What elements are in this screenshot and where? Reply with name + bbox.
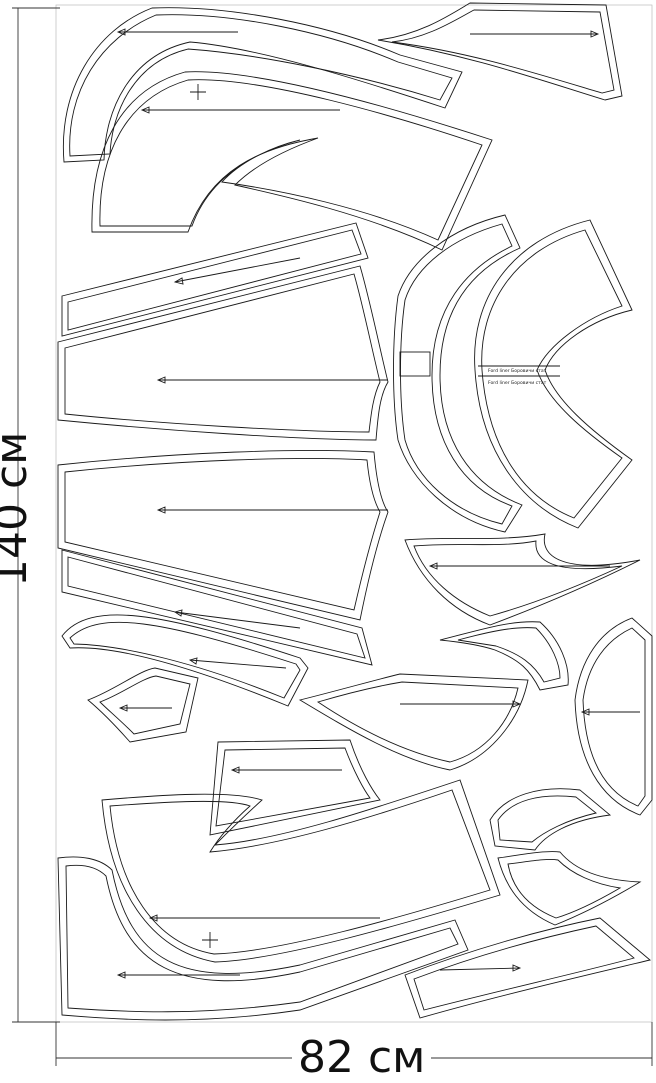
pattern-piece-vertical-band-center — [393, 214, 523, 533]
sheet-frame — [55, 4, 653, 1023]
pattern-piece-curved-band-right — [474, 219, 633, 529]
pattern-piece-curved-wedge-center — [298, 673, 529, 771]
pattern-piece-small-wedge-left — [87, 667, 199, 743]
pattern-piece-spur-right — [439, 621, 569, 691]
width-dimension-label: 82 см — [292, 1036, 432, 1080]
pattern-piece-strip-lower — [61, 549, 373, 666]
pattern-piece-lower-rect — [209, 739, 381, 836]
pattern-piece-vertical-band-right — [574, 617, 653, 816]
pattern-piece-band-top-left — [62, 7, 463, 163]
height-dimension-label: 140 см — [0, 431, 37, 587]
pattern-piece-crescent-right — [489, 788, 612, 851]
pattern-piece-large-upper — [91, 71, 493, 251]
pattern-piece-panel-upper — [57, 265, 389, 441]
pattern-piece-band-bottom-left — [57, 856, 469, 1021]
pattern-piece-strip-upper — [61, 222, 369, 337]
pattern-piece-strip-bottom-right — [404, 917, 651, 1019]
pattern-piece-curved-strip-mid — [61, 614, 309, 707]
pattern-piece-wedge-top-right — [377, 2, 623, 101]
pattern-piece-large-lower — [101, 779, 501, 963]
pattern-piece-wedge-right-mid — [404, 533, 641, 626]
pattern-piece-panel-lower — [57, 450, 389, 621]
strip-label-lower: Ford liner Боровичи стат — [488, 380, 547, 386]
pattern-piece-wedge-right-lower — [497, 851, 642, 926]
strip-label-upper: Ford liner Боровичи стат — [488, 368, 547, 374]
